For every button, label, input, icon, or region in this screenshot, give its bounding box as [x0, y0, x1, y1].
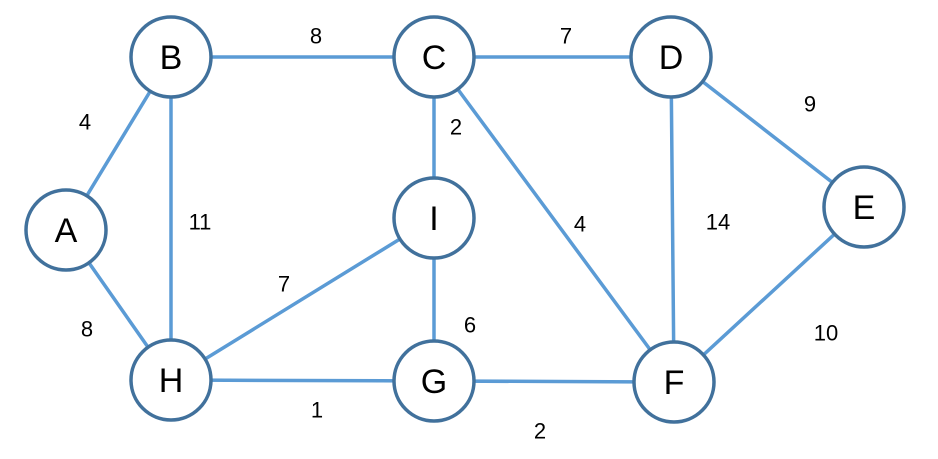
edge-weight-d-f: 14: [706, 210, 730, 235]
node-label-h: H: [159, 362, 184, 400]
node-b: B: [129, 15, 213, 99]
edge-weight-h-g: 1: [311, 398, 323, 423]
node-circle-h: [129, 338, 213, 422]
node-f: F: [632, 340, 716, 424]
edge-weight-c-i: 2: [450, 115, 462, 140]
node-label-a: A: [55, 212, 78, 250]
node-label-b: B: [160, 39, 183, 77]
edge-weight-b-h: 11: [189, 210, 212, 235]
node-label-g: G: [421, 363, 447, 401]
weights-layer: 4 8 8 11 7 2 4 9 14 10 7 6 1 2: [79, 24, 838, 444]
node-label-i: I: [429, 200, 438, 238]
node-circle-g: [392, 339, 476, 423]
edge-e-f: [672, 205, 866, 384]
node-e: E: [822, 165, 906, 249]
node-g: G: [392, 339, 476, 423]
edge-weight-c-d: 7: [560, 24, 572, 49]
node-circle-d: [629, 15, 713, 99]
edge-weight-g-f: 2: [534, 419, 546, 444]
node-label-d: D: [659, 39, 684, 77]
edge-weight-a-b: 4: [79, 110, 91, 135]
edge-c-f: [432, 55, 676, 384]
edge-weight-d-e: 9: [804, 92, 816, 117]
edge-d-f: [669, 55, 676, 384]
edge-weight-b-c: 8: [310, 24, 322, 49]
node-circle-b: [129, 15, 213, 99]
edge-weight-i-g: 6: [464, 313, 476, 338]
nodes-layer: A B C D E F G H I: [24, 15, 906, 424]
node-circle-f: [632, 340, 716, 424]
edge-weight-i-h: 7: [278, 272, 290, 297]
node-c: C: [392, 15, 476, 99]
edge-weight-c-f: 4: [574, 212, 586, 237]
edge-weight-a-h: 8: [81, 317, 93, 342]
edge-h-g: [169, 378, 436, 383]
node-label-e: E: [853, 189, 876, 227]
node-circle-e: [822, 165, 906, 249]
node-circle-i: [392, 176, 476, 260]
node-a: A: [24, 188, 108, 272]
node-label-f: F: [664, 364, 685, 402]
node-h: H: [129, 338, 213, 422]
node-circle-c: [392, 15, 476, 99]
node-label-c: C: [422, 39, 447, 77]
node-circle-a: [24, 188, 108, 272]
edge-weight-e-f: 10: [814, 321, 838, 346]
edge-i-h: [169, 216, 436, 382]
node-d: D: [629, 15, 713, 99]
node-i: I: [392, 176, 476, 260]
